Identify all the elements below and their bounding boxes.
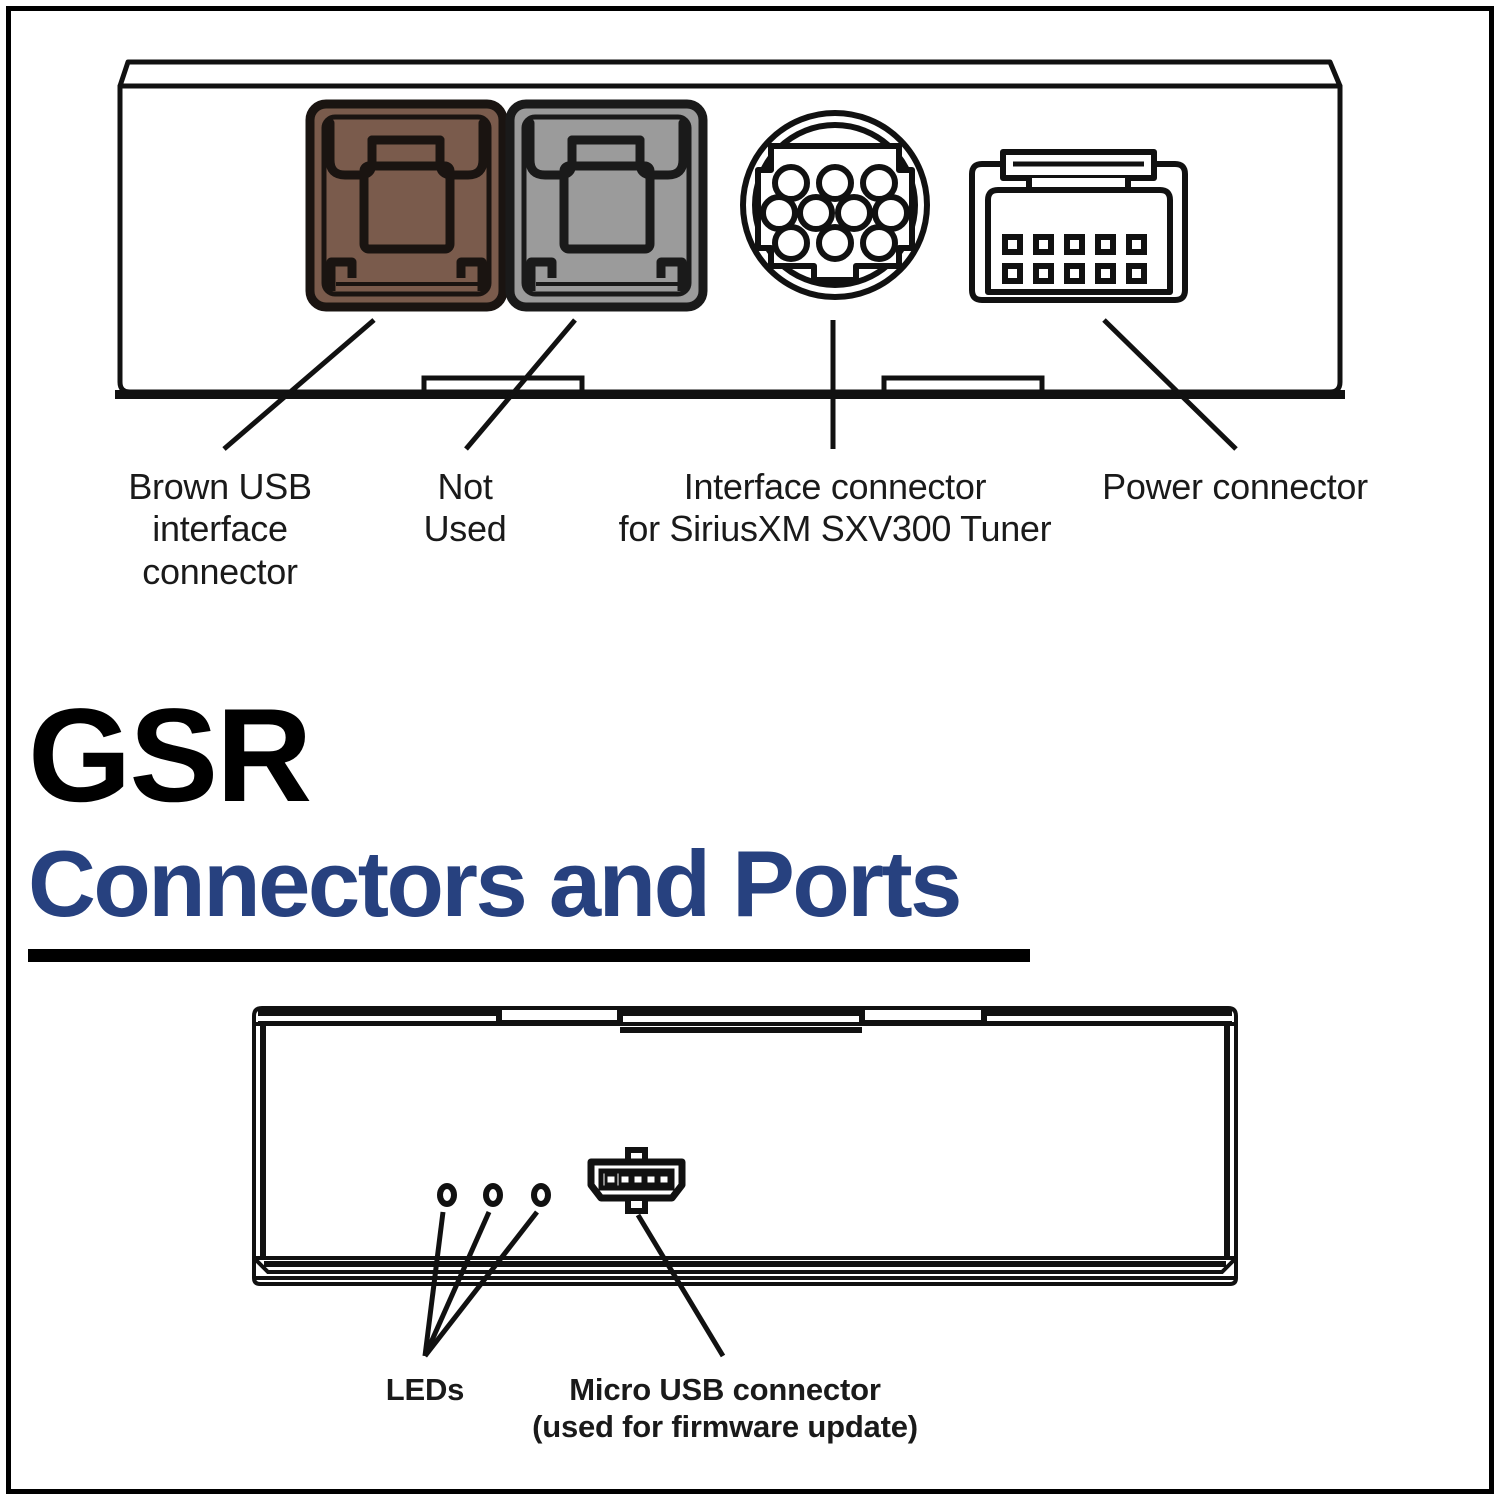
title-block: GSR Connectors and Ports [28, 690, 1068, 962]
unused-usb-port-icon [505, 99, 708, 312]
led-3-icon [531, 1183, 551, 1207]
leader-power [1102, 318, 1238, 451]
micro-usb-port-icon [587, 1147, 686, 1214]
page-subtitle: Connectors and Ports [28, 831, 962, 936]
led-2-icon [483, 1183, 503, 1207]
led-indicators-icon [437, 1183, 551, 1207]
label-micro-usb: Micro USB connector (used for firmware u… [532, 1372, 918, 1444]
leader-not-used [464, 318, 577, 451]
brown-usb-port-icon [305, 99, 508, 312]
label-leds: LEDs [385, 1372, 465, 1407]
label-not-used: Not Used [423, 466, 507, 550]
led-1-icon [437, 1183, 457, 1207]
power-connector-icon [969, 149, 1188, 303]
leader-brown-usb [222, 318, 376, 451]
bottom-device-chassis [252, 1006, 1238, 1286]
leader-led-3 [423, 1210, 539, 1358]
title-divider [28, 949, 1030, 962]
page-title: GSR [28, 682, 312, 830]
bottom-leader-lines [422, 1210, 726, 1358]
label-power-connector: Power connector [1102, 466, 1368, 507]
leader-micro-usb [635, 1213, 726, 1358]
leader-led-2 [422, 1210, 492, 1358]
label-brown-usb: Brown USB interface connector [128, 466, 312, 592]
top-leader-lines [222, 318, 1238, 451]
mini-din-connector-icon [740, 110, 930, 300]
label-interface-connector: Interface connector for SiriusXM SXV300 … [618, 466, 1052, 550]
leader-led-1 [422, 1211, 446, 1357]
